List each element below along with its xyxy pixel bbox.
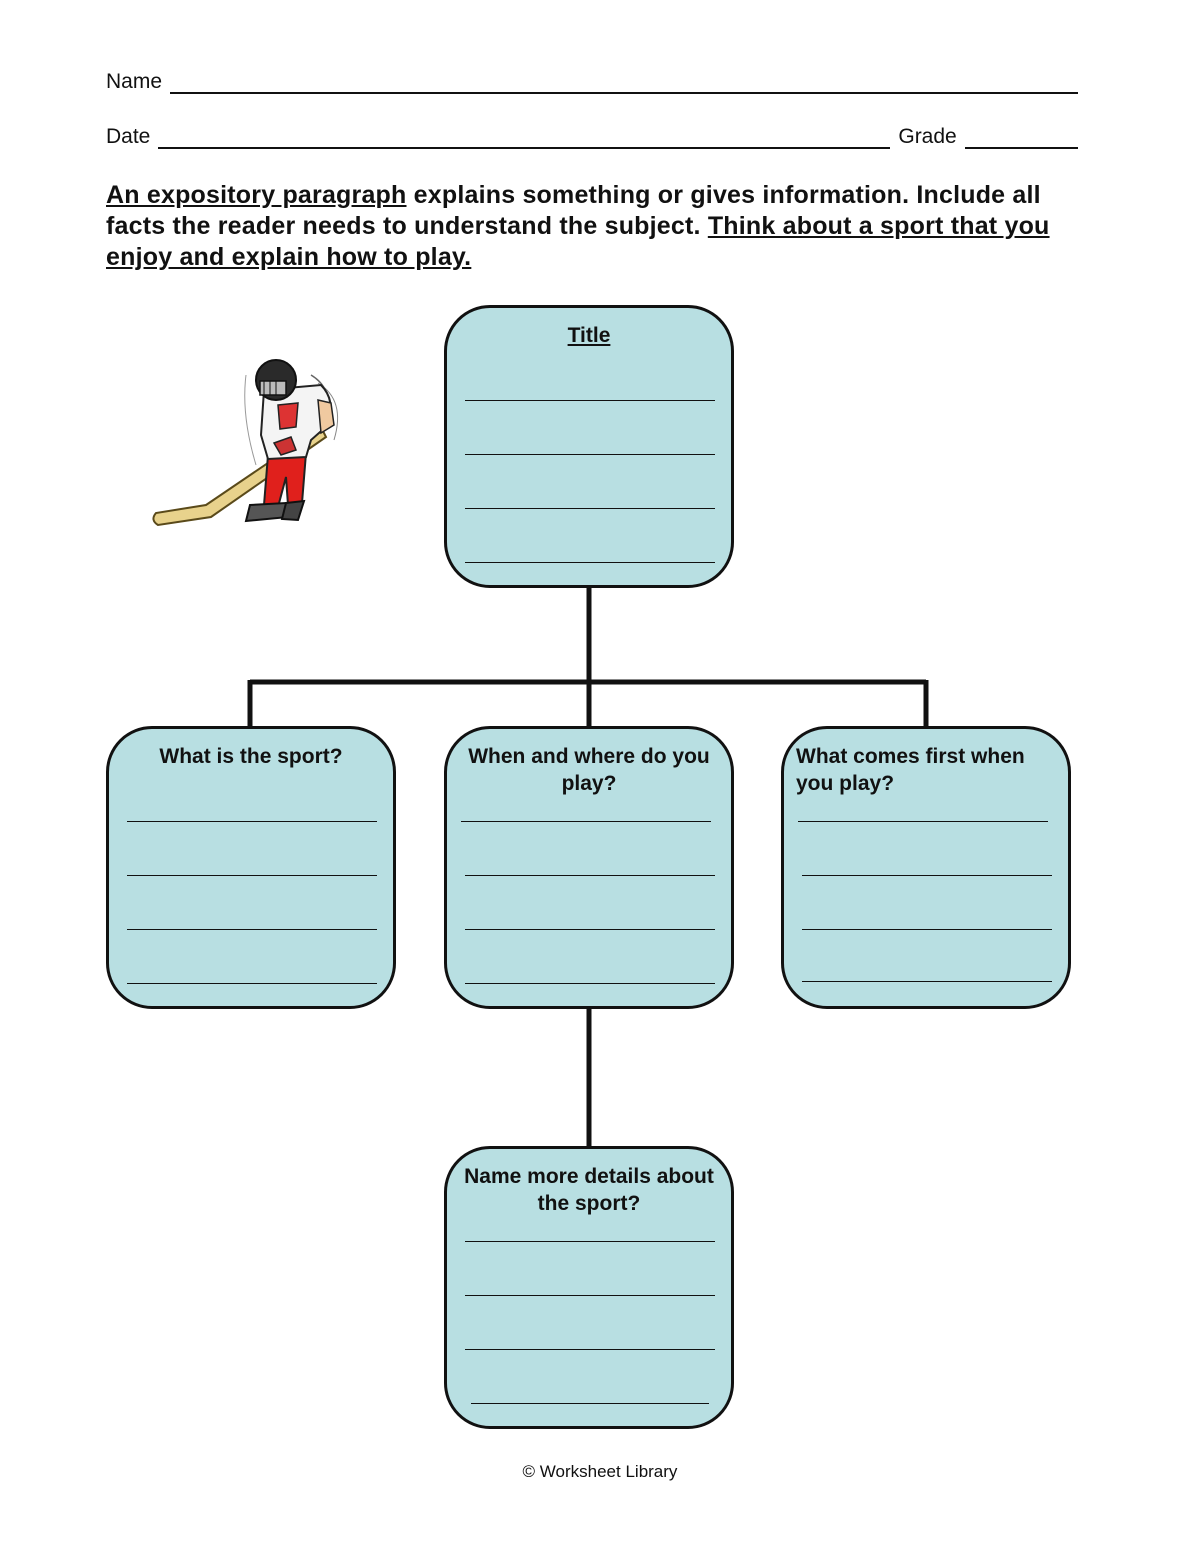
hockey-player-icon [146, 355, 361, 535]
writing-line[interactable] [127, 983, 377, 984]
title-box: Title [444, 305, 734, 588]
writing-line[interactable] [465, 929, 715, 930]
date-label: Date [106, 125, 151, 148]
sport-box: What is the sport? [106, 726, 396, 1009]
writing-line[interactable] [461, 821, 711, 822]
writing-line[interactable] [802, 929, 1052, 930]
when-where-box-heading: When and where do you play? [468, 745, 710, 795]
more-details-box: Name more details about the sport? [444, 1146, 734, 1429]
copyright-footer: © Worksheet Library [522, 1462, 678, 1481]
writing-line[interactable] [802, 875, 1052, 876]
name-label: Name [106, 70, 163, 93]
writing-line[interactable] [465, 1349, 715, 1350]
date-line[interactable] [158, 125, 891, 149]
writing-line[interactable] [465, 562, 715, 563]
what-comes-first-box-heading: What comes first when you play? [796, 745, 1025, 795]
grade-label: Grade [898, 125, 957, 148]
name-field-row: Name [106, 70, 1078, 94]
what-comes-first-box: What comes first when you play? [781, 726, 1071, 1009]
title-box-heading: Title [567, 324, 611, 347]
writing-line[interactable] [465, 983, 715, 984]
more-details-box-heading: Name more details about the sport? [464, 1165, 714, 1215]
grade-line[interactable] [964, 125, 1078, 149]
date-field-row: Date Grade [106, 125, 1078, 149]
instructions-text: explains something or gives information.… [106, 181, 1041, 240]
name-line[interactable] [170, 70, 1078, 94]
instructions-task: Think about a sport that you enjoy and e… [106, 212, 1050, 271]
sport-box-heading: What is the sport? [159, 745, 343, 768]
writing-line[interactable] [465, 508, 715, 509]
instructions-paragraph: An expository paragraph explains somethi… [106, 180, 1086, 273]
writing-line[interactable] [127, 875, 377, 876]
when-where-box: When and where do you play? [444, 726, 734, 1009]
writing-line[interactable] [465, 1241, 715, 1242]
writing-line[interactable] [465, 875, 715, 876]
writing-line[interactable] [471, 1403, 709, 1404]
writing-line[interactable] [465, 1295, 715, 1296]
writing-line[interactable] [465, 454, 715, 455]
writing-line[interactable] [802, 981, 1052, 982]
instructions-term: An expository paragraph [106, 181, 407, 209]
writing-line[interactable] [127, 821, 377, 822]
writing-line[interactable] [127, 929, 377, 930]
writing-line[interactable] [465, 400, 715, 401]
writing-line[interactable] [798, 821, 1048, 822]
